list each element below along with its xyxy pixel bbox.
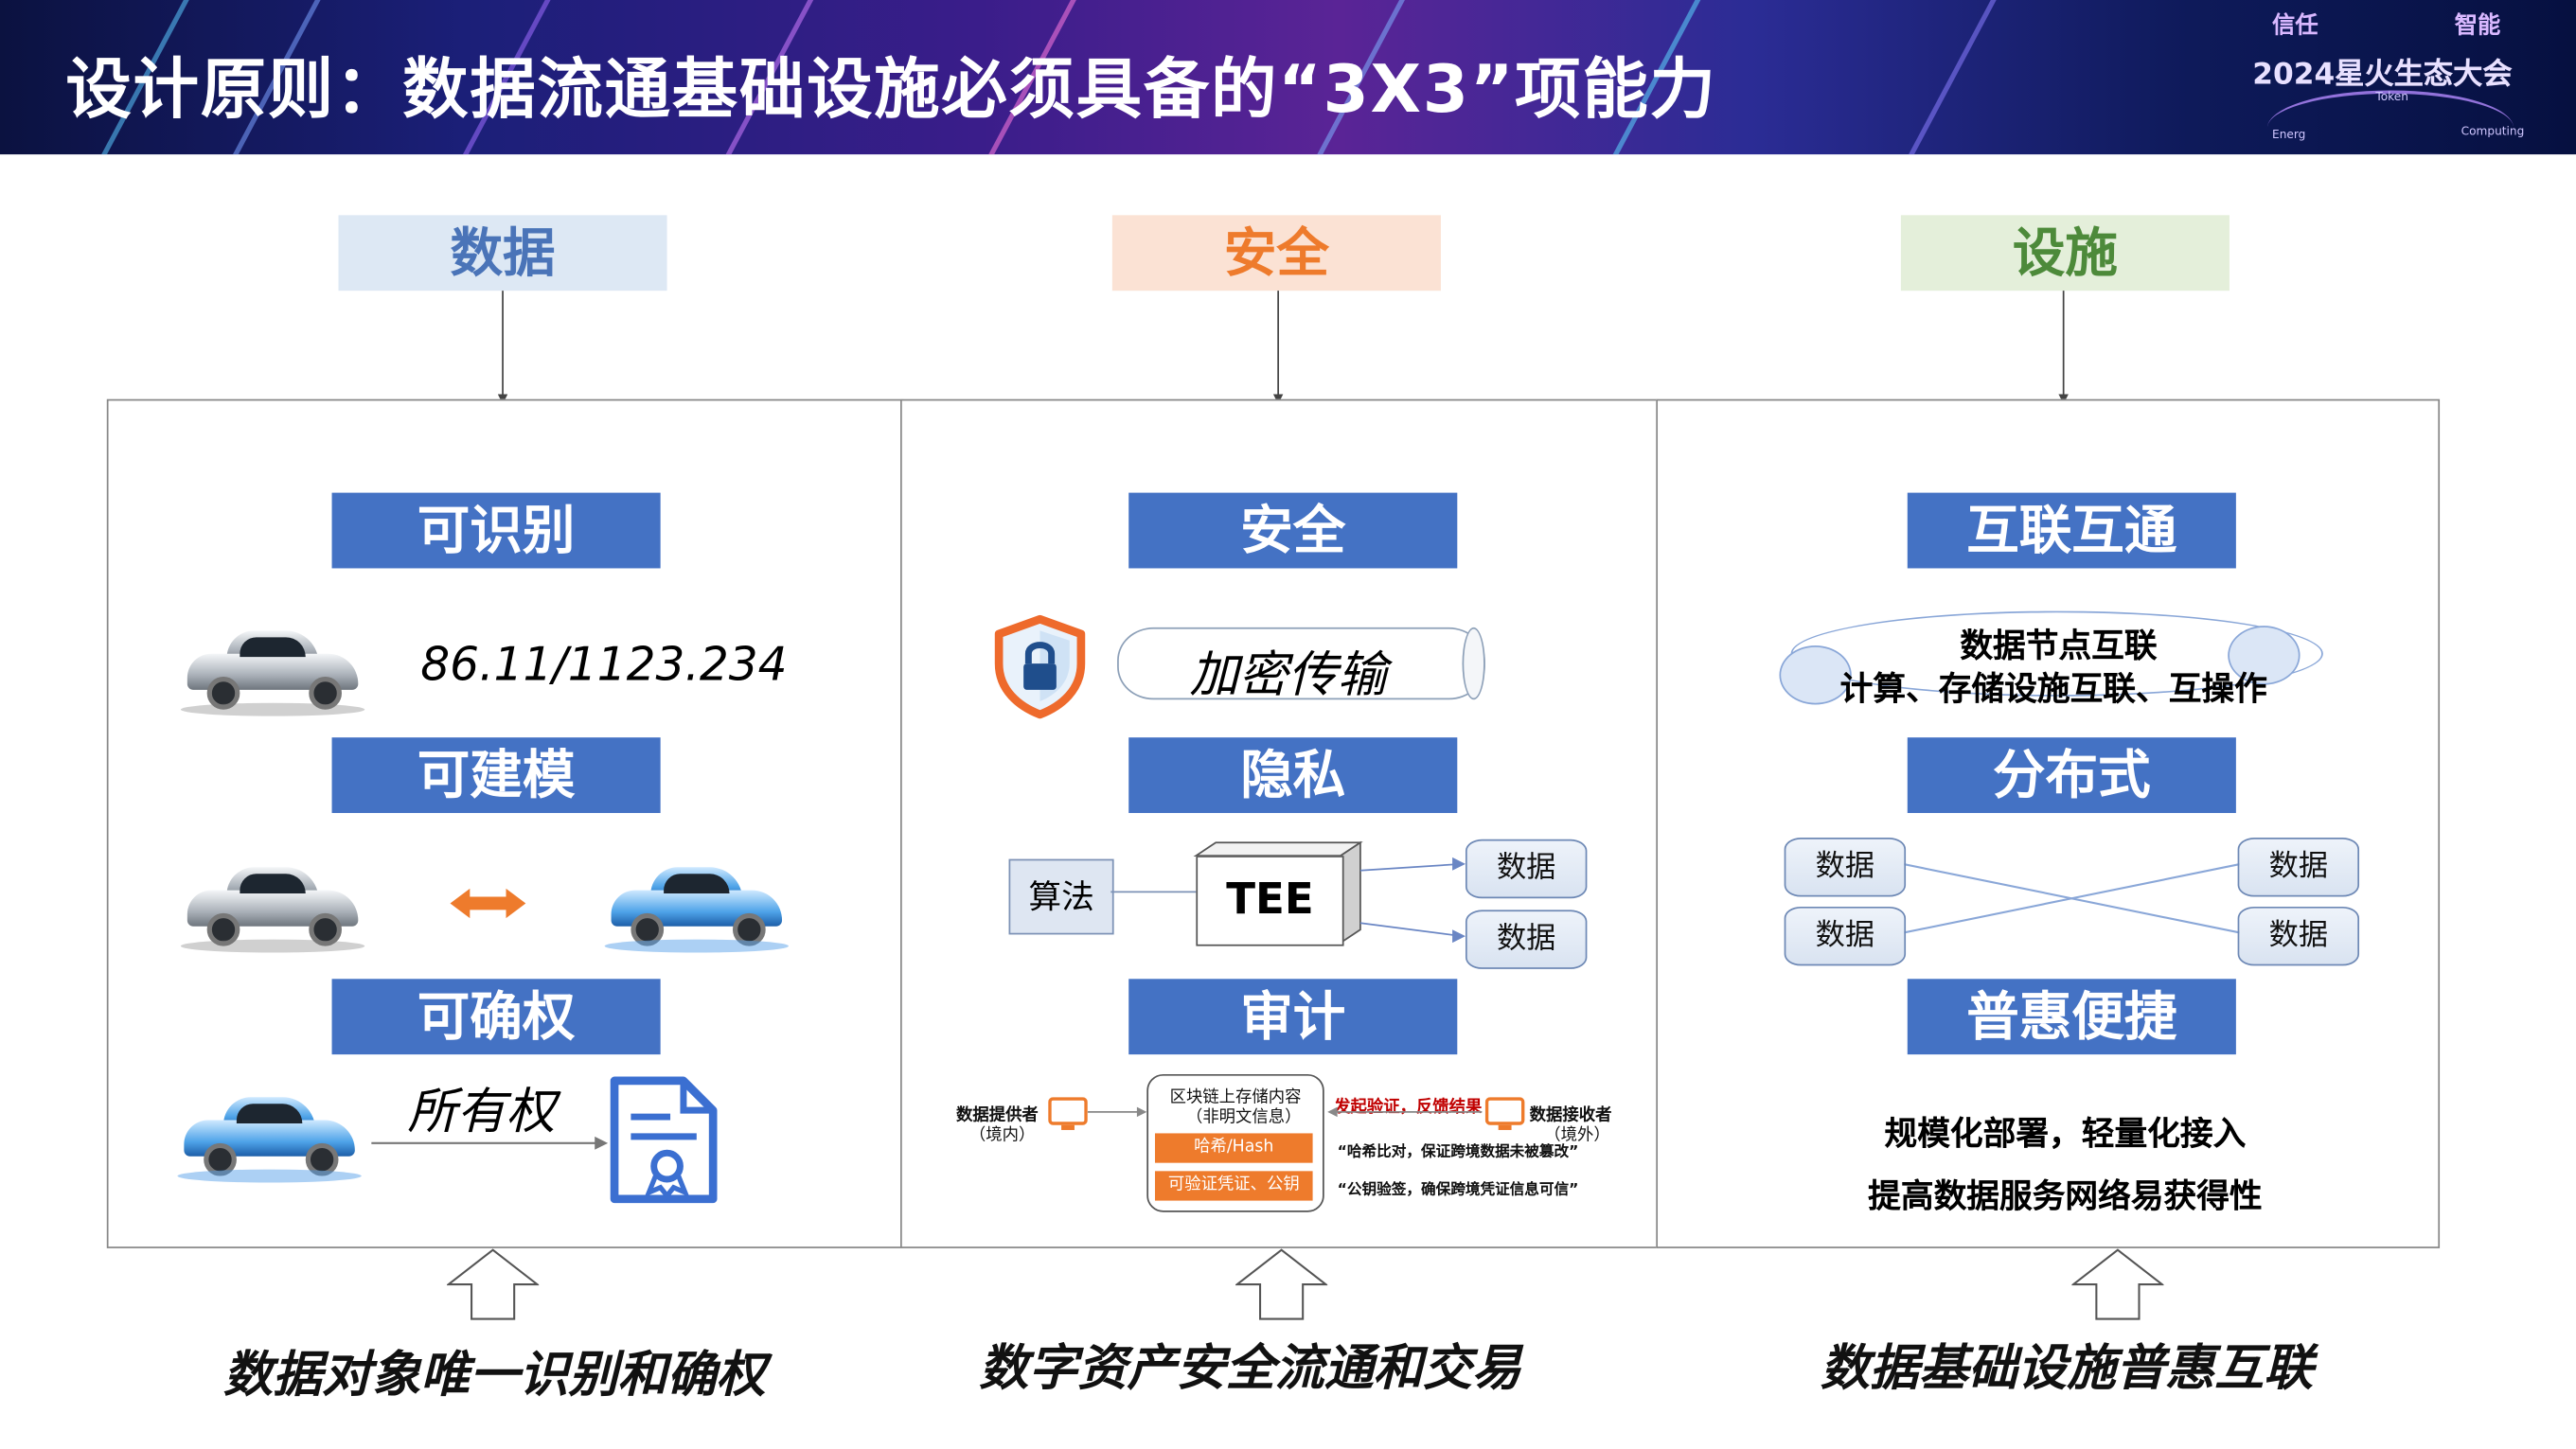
header-banner [0,0,2576,155]
key-note: “公钥验签，确保跨境凭证信息可信” [1337,1182,1579,1199]
modelable-block: 可建模 [331,737,661,814]
identifier-text: 86.11/1123.234 [420,637,788,692]
shield-lock-icon [994,614,1086,719]
tube-end [1462,627,1485,700]
column-header-data: 数据 [338,215,667,292]
ownership-text: 所有权 [407,1084,556,1142]
interconnect-block: 互联互通 [1907,492,2236,569]
privacy-block: 隐私 [1128,737,1458,814]
security-block: 安全 [1128,492,1458,569]
car-blue-icon [177,1084,362,1183]
car-blue-model-icon [604,854,789,953]
distributed-block: 分布式 [1907,737,2236,814]
ownership-block: 可确权 [331,979,661,1055]
network-node [1779,645,1852,705]
data-summary: 数据对象唯一识别和确权 [223,1347,766,1405]
column-header-security: 安全 [1111,215,1441,292]
up-arrow-icon [2071,1248,2164,1320]
receiver-monitor-icon [1484,1097,1525,1130]
audit-block: 审计 [1128,979,1458,1055]
provider-monitor-icon [1048,1097,1088,1130]
logo-intelligence-text: 智能 [2454,12,2501,40]
accessibility-text: 提高数据服务网络易获得性 [1868,1175,2263,1216]
algorithm-box: 算法 [1008,858,1114,935]
node-interconnect-text: 数据节点互联 [1960,626,2158,665]
blockchain-title: 区块链上存储内容 [1169,1088,1302,1107]
facility-summary: 数据基础设施普惠互联 [1820,1340,2314,1398]
hash-item: 哈希/Hash [1154,1133,1313,1163]
tee-diagram-lines [1110,840,1466,945]
distributed-data-node: 数据 [1784,838,1907,897]
distributed-data-node: 数据 [2237,906,2360,966]
up-arrow-icon [1235,1248,1328,1320]
distributed-data-node: 数据 [2237,838,2360,897]
security-summary: 数字资产安全流通和交易 [979,1340,1521,1398]
blockchain-subtitle: （非明文信息） [1185,1108,1302,1127]
provider-arrow [1087,1106,1147,1118]
logo-trust-text: 信任 [2272,12,2318,40]
verify-arrow [1327,1106,1483,1118]
logo-energy-text: Energ [2272,128,2306,142]
column-header-facility: 设施 [1900,215,2230,292]
network-node [2228,626,2301,685]
ownership-arrow [371,1136,609,1150]
distributed-cross-lines [1902,862,2242,934]
car-silver-icon [180,618,365,716]
receiver-location: （境外） [1544,1126,1610,1145]
provider-label: 数据提供者 [956,1106,1039,1125]
car-silver-icon [180,854,365,953]
conference-logo: 2024星火生态大会 [2252,57,2513,93]
up-arrow-icon [447,1248,540,1320]
hash-note: “哈希比对，保证跨境数据未被篡改” [1337,1144,1579,1161]
tee-box: TEE [1196,856,1344,946]
data-store-b: 数据 [1465,910,1588,969]
facility-interop-text: 计算、存储设施互联、互操作 [1839,668,2267,708]
double-arrow-icon [450,888,526,919]
logo-token-text: Token [2375,90,2408,104]
distributed-data-node: 数据 [1784,906,1907,966]
logo-computing-text: Computing [2461,124,2525,138]
provider-location: （境内） [968,1126,1036,1145]
encrypted-transfer-text: 加密传输 [1189,646,1387,705]
certificate-icon [610,1076,718,1204]
data-store-a: 数据 [1465,839,1588,899]
encrypted-transfer-tube [1117,627,1485,700]
receiver-label: 数据接收者 [1529,1106,1612,1125]
page-title: 设计原则：数据流通基础设施必须具备的“3X3”项能力 [65,52,1717,129]
logo-arc [2266,90,2514,166]
credential-item: 可验证凭证、公钥 [1154,1171,1313,1201]
header-connectors [497,291,2069,404]
deployment-text: 规模化部署，轻量化接入 [1884,1113,2247,1154]
inclusive-block: 普惠便捷 [1907,979,2236,1055]
identifiable-block: 可识别 [331,492,661,569]
